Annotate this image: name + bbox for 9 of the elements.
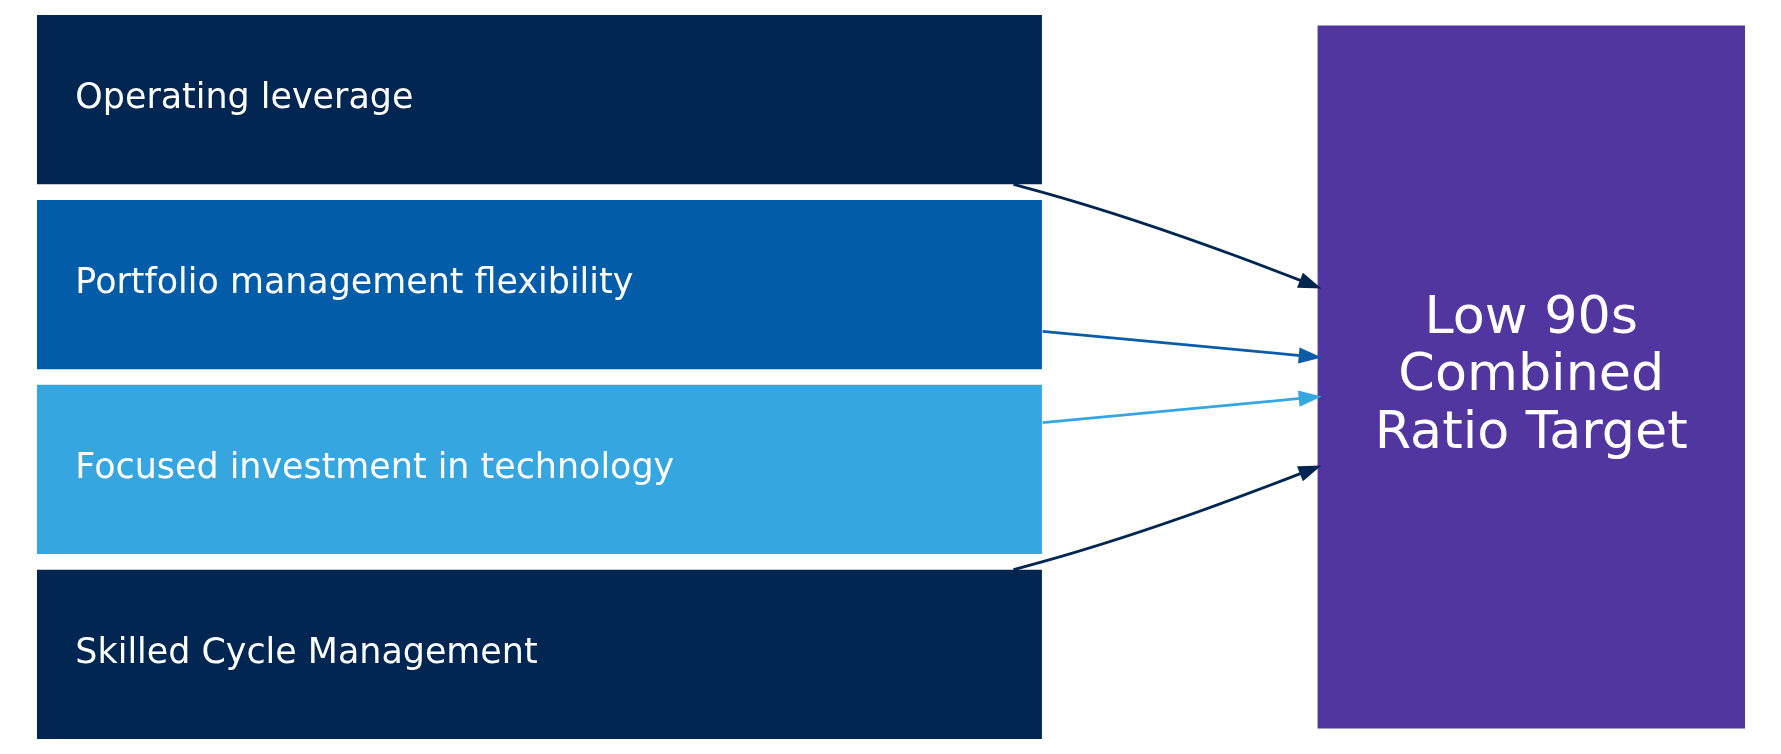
node-box: Portfolio management flexibility [36,199,1042,370]
node-box: Operating leverage [36,15,1042,185]
arrow [1042,390,1322,424]
node-box: Focused investment in technology [36,384,1042,555]
arrow [1042,330,1322,364]
node-box: Skilled Cycle Management [36,569,1042,739]
arrow [1012,183,1321,289]
node-box: Low 90s Combined Ratio Target [1317,25,1745,729]
arrow [1012,465,1321,571]
